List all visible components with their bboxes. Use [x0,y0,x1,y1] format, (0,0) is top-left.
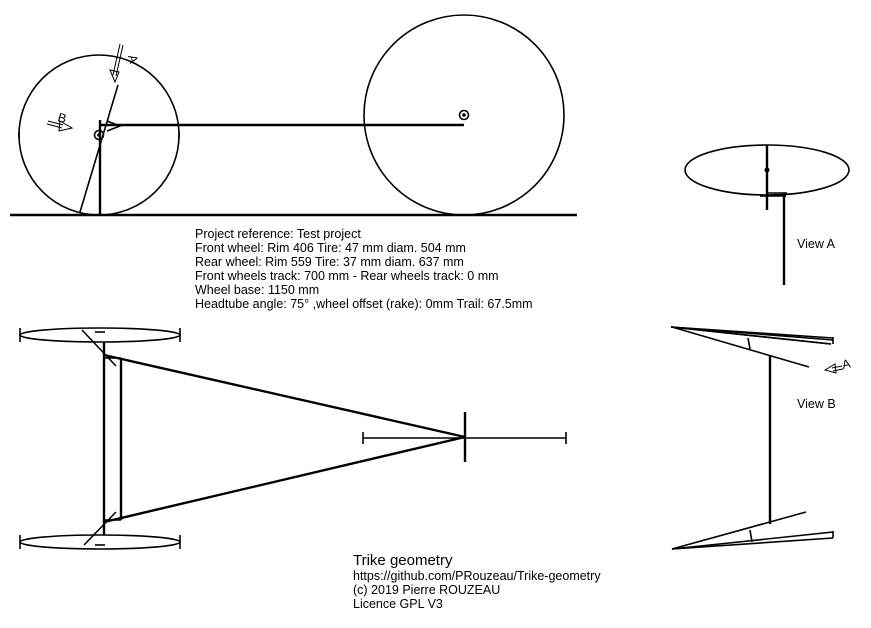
rear-wheel-top [362,412,567,462]
project-info: Project reference: Test project Front wh… [195,227,533,311]
view-b-a-arrow-label: A [841,356,853,372]
view-a [684,144,850,285]
view-b-label: View B [797,397,836,411]
headtube-info: Headtube angle: 75° ,wheel offset (rake)… [195,297,533,311]
side-view: A B [10,14,577,217]
front-right-wheel-top [19,534,181,550]
left-frame-rail [103,353,466,439]
headtube-arrow [106,120,123,132]
right-steering-axis-top [83,511,117,546]
credits-copyright: (c) 2019 Pierre ROUZEAU [353,583,500,597]
rear-wheel-info: Rear wheel: Rim 559 Tire: 37 mm diam. 63… [195,255,464,269]
wheel-base-info: Wheel base: 1150 mm [195,283,319,297]
view-a-arrow-label: A [125,53,141,65]
view-a-label: View A [797,237,836,251]
view-a-arrow [109,43,124,84]
front-wheel-info: Front wheel: Rim 406 Tire: 47 mm diam. 5… [195,241,466,255]
left-steering-axis-top [81,329,117,367]
right-frame-rail [103,435,466,524]
track-info: Front wheels track: 700 mm - Rear wheels… [195,269,499,283]
credits-url: https://github.com/PRouzeau/Trike-geomet… [353,569,601,583]
view-b-arrow-label: B [56,110,68,126]
credits-licence: Licence GPL V3 [353,597,443,611]
credits-title: Trike geometry [353,552,453,569]
top-view [19,327,567,550]
credits: Trike geometry https://github.com/PRouze… [353,552,601,611]
rear-wheel-side [363,14,565,216]
view-b-a-arrow [823,363,844,374]
front-left-wheel-top [19,327,181,343]
project-reference: Project reference: Test project [195,227,361,241]
view-b [670,326,834,550]
view-b-arrow [46,120,74,132]
